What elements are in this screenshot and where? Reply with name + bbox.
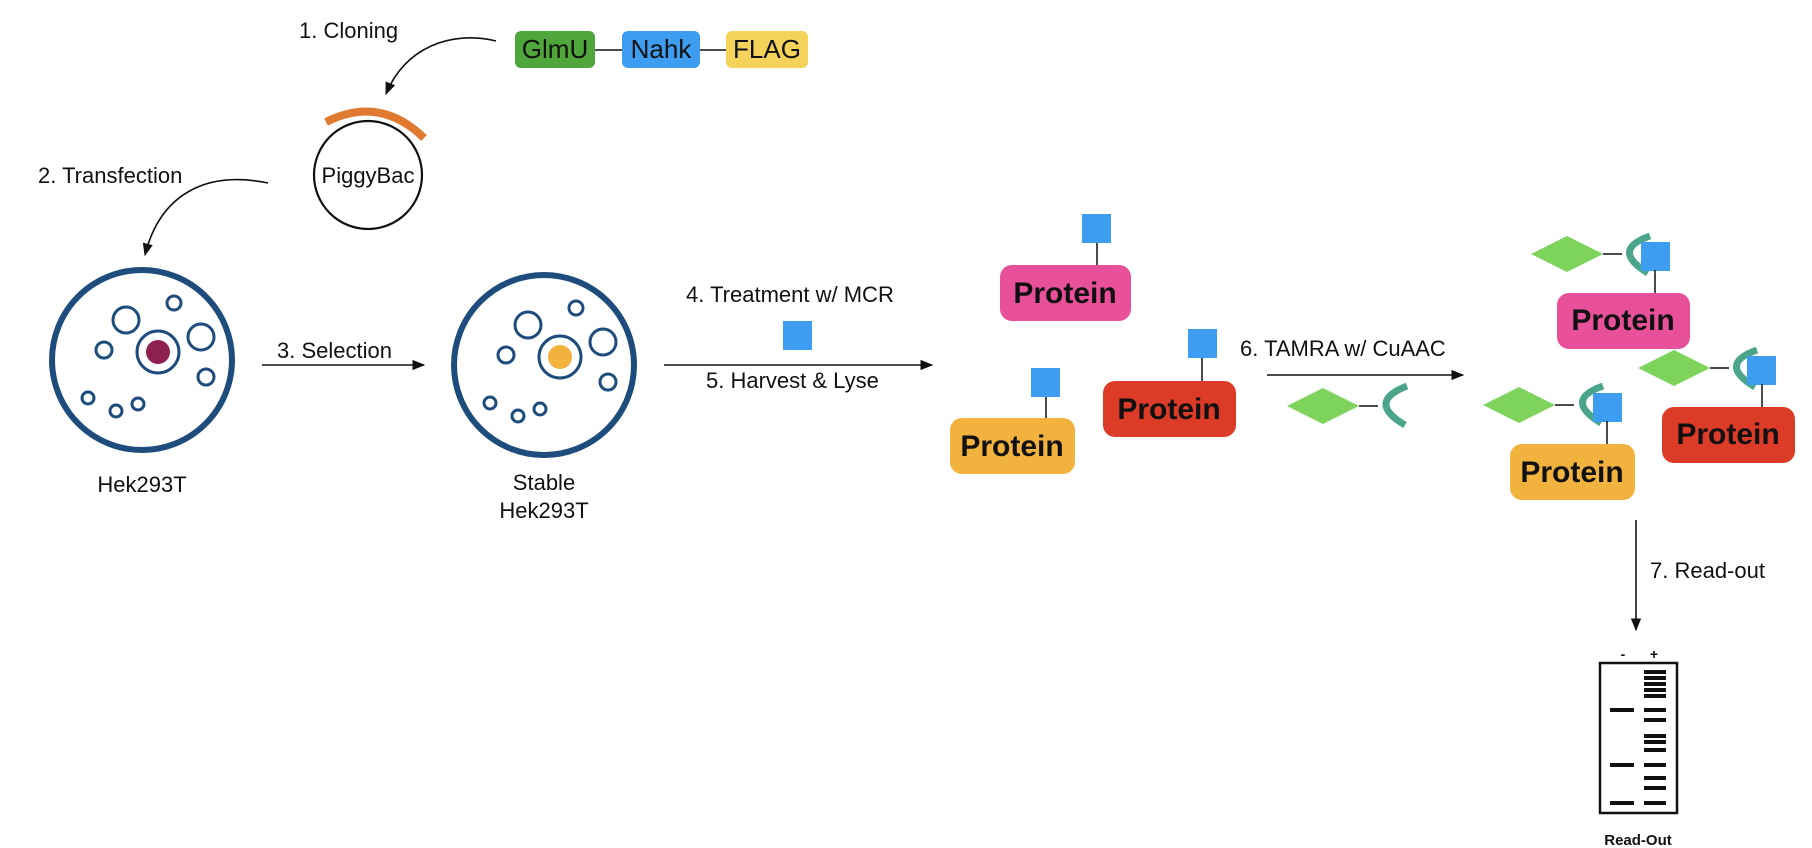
plasmid-insert-arc	[324, 107, 427, 141]
vesicle	[108, 403, 124, 419]
gel-band	[1644, 801, 1666, 805]
mcr-sugar-square	[783, 321, 812, 350]
gel-band	[1644, 718, 1666, 722]
hek293t-label: Hek293T	[97, 472, 186, 497]
gel-band	[1610, 801, 1634, 805]
labeled-protein-orange: Protein	[950, 368, 1075, 474]
step-readout-label: 7. Read-out	[1650, 558, 1765, 583]
gel-plus-lane	[1644, 670, 1666, 805]
protein-box	[1510, 444, 1635, 500]
vesicle	[186, 322, 216, 352]
tamra-diamond	[1483, 387, 1555, 423]
sugar-square	[1747, 356, 1776, 385]
gel-band	[1644, 776, 1666, 780]
gel-band	[1610, 708, 1634, 712]
alkyne-arc	[1382, 382, 1409, 429]
vesicle	[567, 299, 585, 317]
protein-label: Protein	[1013, 277, 1116, 310]
gel-band	[1644, 670, 1666, 674]
clicked-protein-pink: Protein	[1531, 232, 1690, 349]
gel-band	[1644, 676, 1666, 680]
protein-box	[1000, 265, 1131, 321]
step-cloning-label: 1. Cloning	[299, 18, 398, 43]
protein-box	[1557, 293, 1690, 349]
step-transfection-label: 2. Transfection	[38, 163, 182, 188]
sugar-square	[1593, 393, 1622, 422]
gel-band	[1644, 763, 1666, 767]
vesicle	[482, 395, 498, 411]
cloning-arrow	[385, 37, 497, 96]
labeled-protein-red: Protein	[1103, 329, 1236, 437]
vesicle	[598, 372, 618, 392]
gel-minus-lane-label: -	[1621, 646, 1626, 662]
gel-band	[1644, 740, 1666, 744]
nahk-label: Nahk	[631, 34, 693, 64]
vesicle	[532, 401, 548, 417]
gel-band	[1610, 763, 1634, 767]
vesicle	[111, 305, 141, 335]
tamra-diamond	[1638, 350, 1710, 386]
gel-caption: Read-Out	[1604, 832, 1672, 848]
vesicle	[513, 310, 543, 340]
tamra-diamond	[1531, 236, 1603, 272]
flag-block	[726, 31, 808, 68]
sugar-square	[1031, 368, 1060, 397]
nucleus	[548, 345, 572, 369]
protein-box	[1103, 381, 1236, 437]
sugar-square	[1082, 214, 1111, 243]
tamra-probe	[1287, 382, 1409, 429]
gel-plus-lane-label: +	[1650, 646, 1658, 662]
gel-band	[1644, 694, 1666, 698]
vesicle	[94, 340, 114, 360]
construct: GlmU Nahk FLAG	[515, 31, 808, 68]
protein-label: Protein	[1117, 393, 1220, 426]
step-harvest-label: 5. Harvest & Lyse	[706, 368, 879, 393]
sugar-square	[1188, 329, 1217, 358]
vesicle	[496, 345, 516, 365]
step-treatment-label: 4. Treatment w/ MCR	[686, 282, 894, 307]
gel-band	[1644, 786, 1666, 790]
tamra-diamond	[1287, 388, 1359, 424]
protein-label: Protein	[960, 430, 1063, 463]
flag-label: FLAG	[733, 34, 801, 64]
vesicle	[165, 294, 183, 312]
vesicle	[196, 367, 216, 387]
protein-label: Protein	[1520, 456, 1623, 489]
clicked-protein-orange: Protein	[1483, 382, 1635, 500]
gel-band	[1644, 688, 1666, 692]
gel-band	[1644, 682, 1666, 686]
plasmid-circle	[312, 119, 424, 231]
plasmid-label: PiggyBac	[322, 163, 415, 188]
glmu-label: GlmU	[522, 34, 588, 64]
protein-box	[950, 418, 1075, 474]
clicked-protein-red: Protein	[1638, 346, 1795, 463]
sugar-square	[1641, 242, 1670, 271]
nucleus	[146, 340, 170, 364]
transfection-arrow	[142, 178, 269, 257]
labeled-protein-pink: Protein	[1000, 214, 1131, 321]
gel-band	[1644, 734, 1666, 738]
gel-band	[1644, 748, 1666, 752]
stable-hek293t-cell	[451, 272, 637, 458]
glmu-block	[515, 31, 595, 68]
vesicle	[510, 408, 526, 424]
gel-band	[1644, 708, 1666, 712]
protein-box	[1662, 407, 1795, 463]
vesicle	[588, 327, 618, 357]
vesicle	[130, 396, 146, 412]
gel-minus-lane	[1610, 708, 1634, 805]
nahk-block	[622, 31, 700, 68]
protein-label: Protein	[1571, 304, 1674, 337]
vesicle	[80, 390, 96, 406]
piggybac-plasmid: PiggyBac	[312, 107, 427, 231]
stable-label-line2: Hek293T	[499, 498, 588, 523]
step-tamra-label: 6. TAMRA w/ CuAAC	[1240, 336, 1446, 361]
step-selection-label: 3. Selection	[277, 338, 392, 363]
gel-readout: - + Read-Out	[1598, 646, 1679, 848]
hek293t-cell	[49, 267, 235, 453]
protein-label: Protein	[1676, 418, 1779, 451]
stable-label-line1: Stable	[513, 470, 575, 495]
